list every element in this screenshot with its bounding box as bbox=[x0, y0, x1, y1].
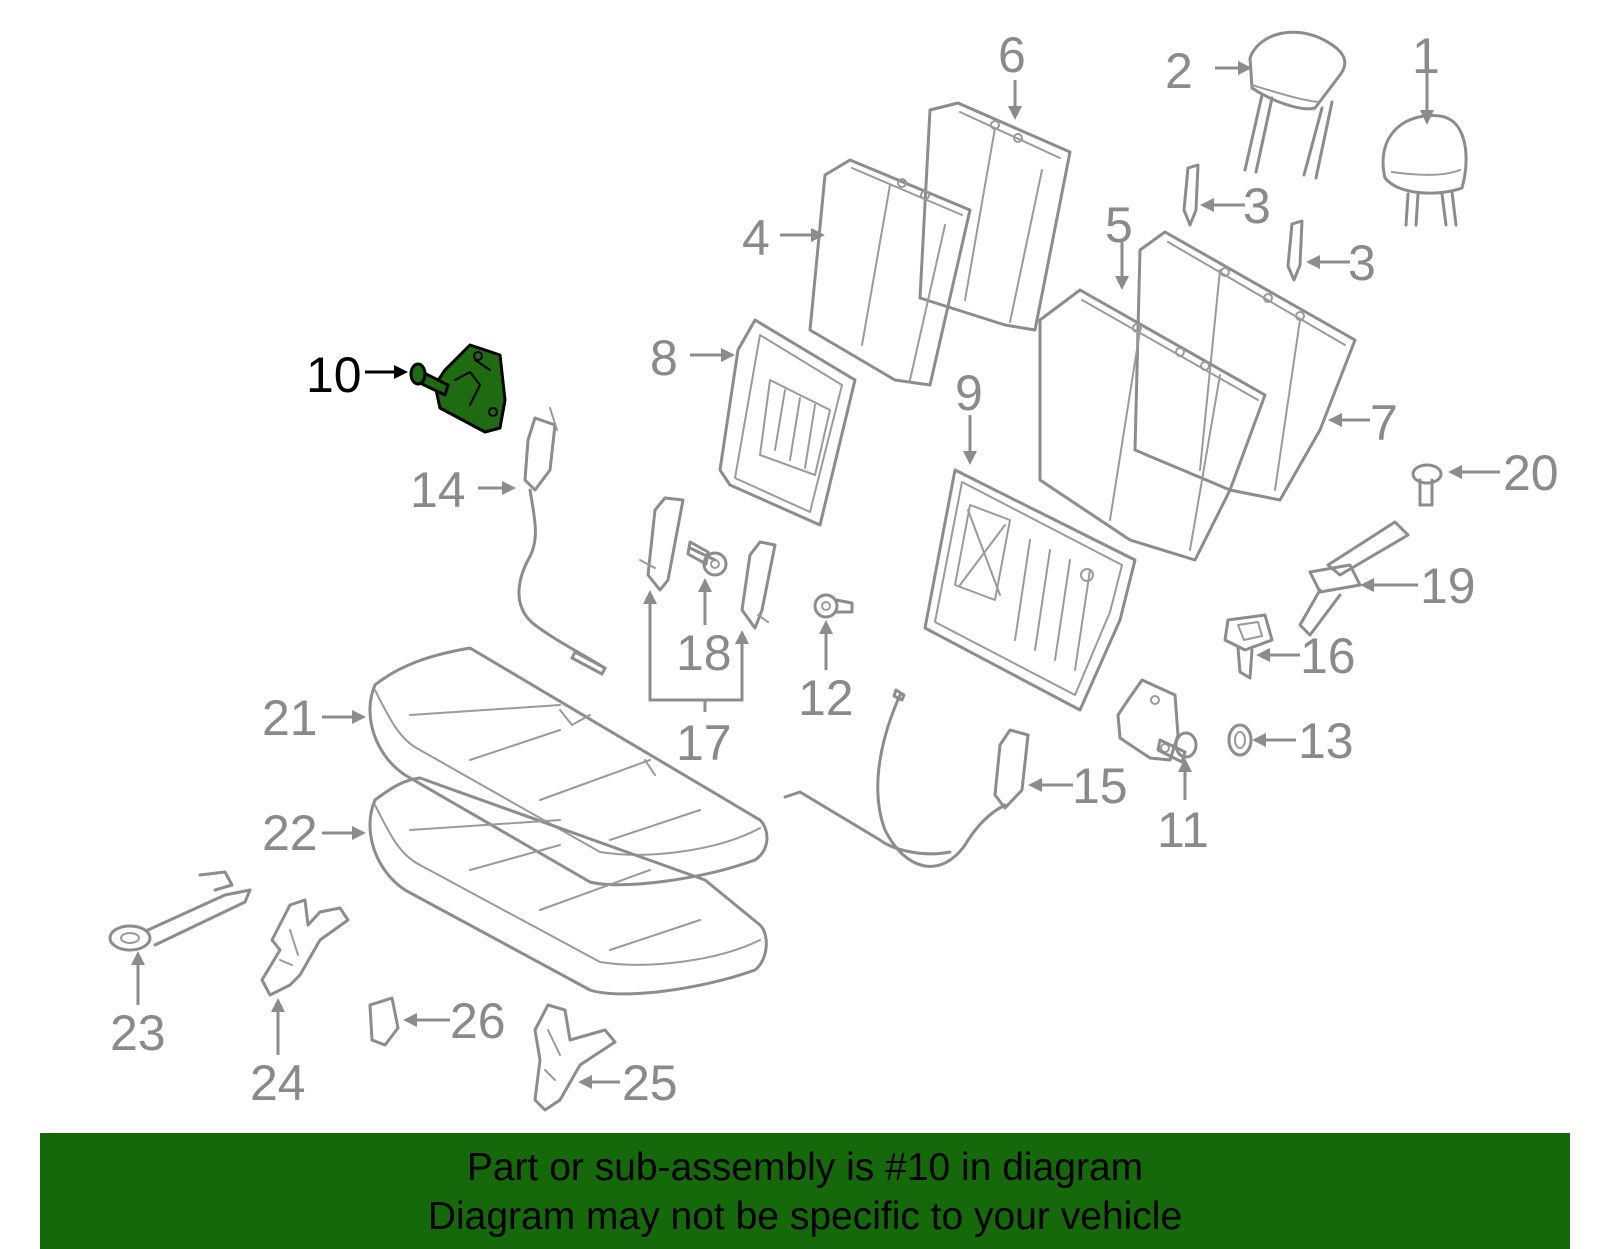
part-8-seatback-panel bbox=[718, 318, 857, 527]
part-11-hinge-bracket bbox=[1116, 678, 1198, 764]
callout-21: 21 bbox=[262, 690, 318, 746]
part-17-trim-right bbox=[740, 540, 777, 630]
callout-20: 20 bbox=[1503, 445, 1559, 501]
callout-labels: 1 2 3 3 4 5 6 7 8 9 10 11 12 13 14 15 16… bbox=[110, 27, 1559, 1111]
part-19-strap bbox=[1298, 520, 1410, 637]
callout-23: 23 bbox=[110, 1005, 166, 1061]
callout-22: 22 bbox=[262, 805, 318, 861]
part-16-clip bbox=[1223, 613, 1274, 680]
callout-9: 9 bbox=[955, 365, 983, 421]
part-22-seat-cushion-pad bbox=[368, 776, 768, 996]
callout-25: 25 bbox=[622, 1055, 678, 1111]
part-15-latch-cable bbox=[783, 688, 1030, 868]
callout-8: 8 bbox=[650, 330, 678, 386]
part-12-bolt bbox=[813, 593, 854, 619]
callout-14: 14 bbox=[410, 462, 466, 518]
part-4-seatback-cover bbox=[808, 158, 972, 387]
part-3-guide-lower bbox=[1286, 219, 1304, 282]
part-3-guide-upper bbox=[1182, 163, 1200, 227]
callout-13: 13 bbox=[1298, 713, 1354, 769]
part-20-bolt bbox=[1411, 463, 1443, 507]
part-5-seatback-cover bbox=[1038, 288, 1267, 562]
callout-12: 12 bbox=[798, 670, 854, 726]
part-2-headrest bbox=[1243, 30, 1347, 180]
part-26-clip bbox=[368, 996, 400, 1047]
callout-11: 11 bbox=[1157, 802, 1209, 858]
callout-16: 16 bbox=[1300, 628, 1356, 684]
callout-2: 2 bbox=[1165, 43, 1193, 99]
callout-3-upper: 3 bbox=[1243, 178, 1271, 234]
part-23-rod bbox=[108, 870, 252, 952]
callout-1: 1 bbox=[1412, 28, 1440, 84]
part-17-trim-left bbox=[639, 496, 685, 592]
leader-lines bbox=[131, 61, 1500, 1089]
part-13-nut bbox=[1227, 723, 1253, 757]
banner-line-part: Part or sub-assembly is #10 in diagram bbox=[466, 1146, 1144, 1189]
info-banner: Part or sub-assembly is #10 in diagram D… bbox=[40, 1133, 1570, 1249]
callout-5: 5 bbox=[1105, 197, 1133, 253]
part-1-headrest bbox=[1381, 114, 1468, 227]
banner-line-disclaimer: Diagram may not be specific to your vehi… bbox=[427, 1195, 1183, 1238]
part-10-hinge-bracket[interactable] bbox=[409, 343, 507, 434]
callout-3-lower: 3 bbox=[1348, 235, 1376, 291]
part-14-latch-cable bbox=[517, 407, 607, 676]
callout-4: 4 bbox=[742, 210, 770, 266]
callout-26: 26 bbox=[450, 993, 506, 1049]
callout-18: 18 bbox=[676, 625, 732, 681]
part-7-seatback-cover bbox=[1133, 230, 1357, 502]
callout-7: 7 bbox=[1370, 395, 1398, 451]
callout-17: 17 bbox=[676, 715, 732, 771]
part-24-bracket bbox=[260, 898, 350, 997]
callout-10[interactable]: 10 bbox=[306, 347, 362, 403]
callout-6: 6 bbox=[998, 27, 1026, 83]
callout-15: 15 bbox=[1072, 758, 1128, 814]
callout-19: 19 bbox=[1420, 558, 1476, 614]
callout-24: 24 bbox=[250, 1055, 306, 1111]
part-18-bolt bbox=[686, 540, 728, 577]
part-21-seat-cushion-cover bbox=[368, 646, 769, 887]
part-25-bracket bbox=[533, 1003, 617, 1112]
part-6-seatback-cover bbox=[918, 101, 1072, 332]
part-9-seatback-panel bbox=[923, 468, 1137, 712]
